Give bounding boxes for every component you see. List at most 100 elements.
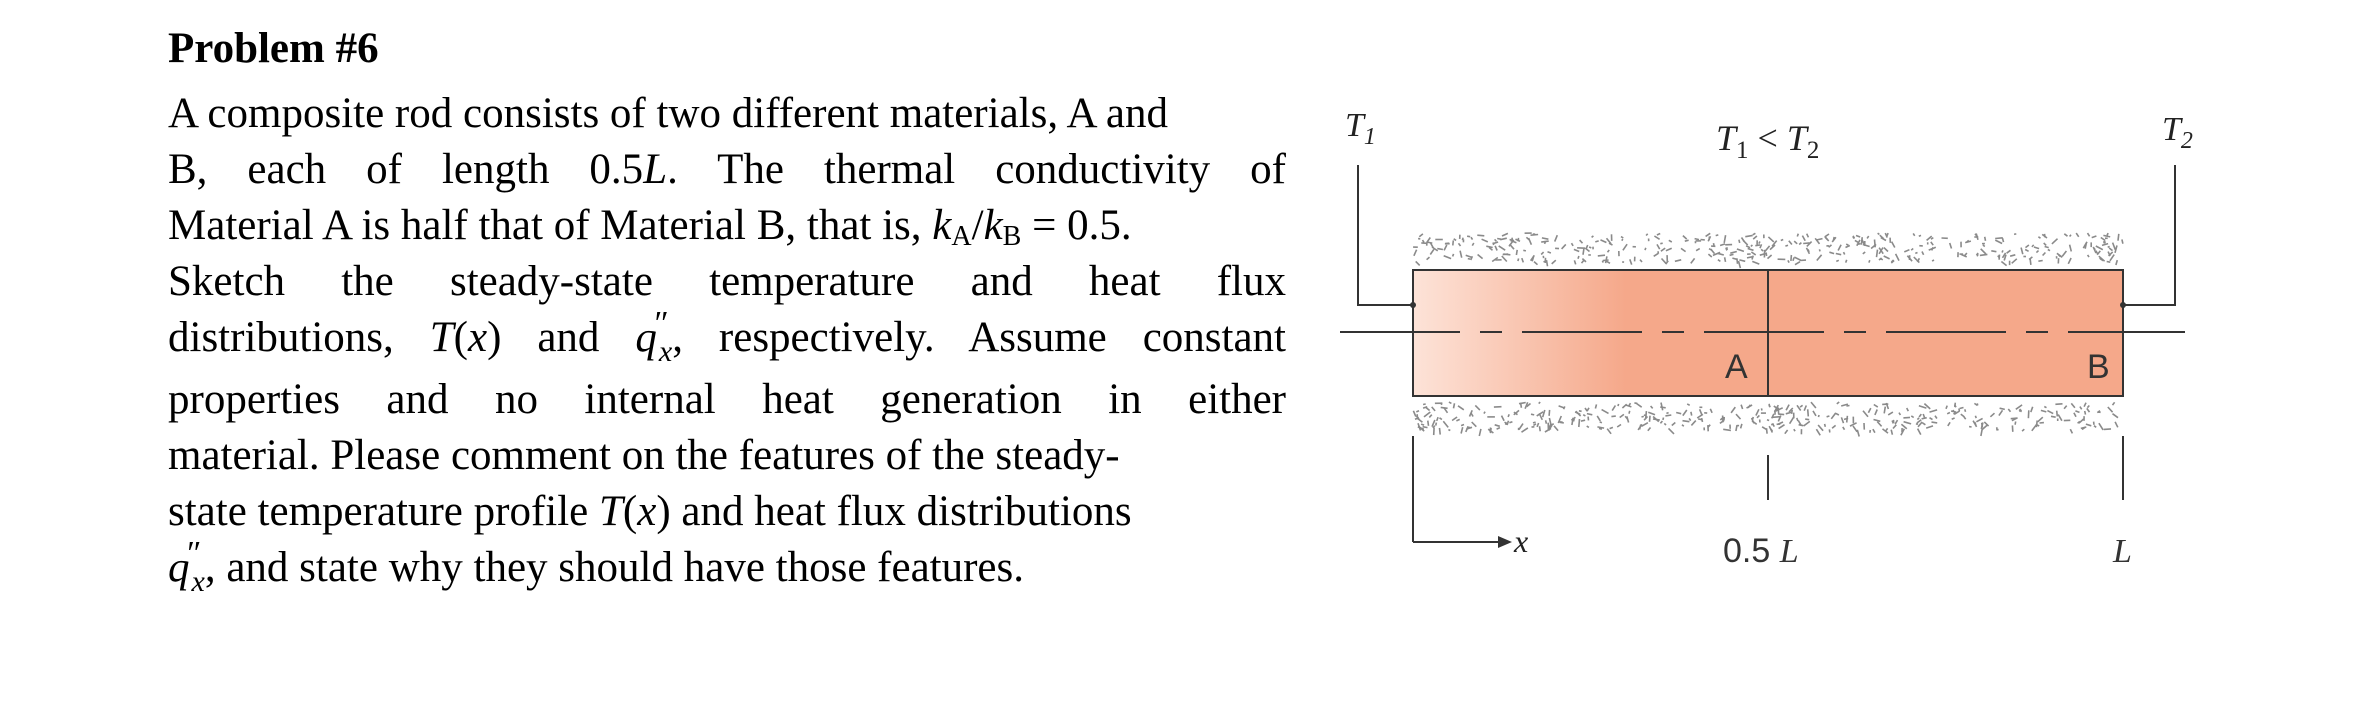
insulation-speck [1816,237,1823,241]
insulation-speck [1796,233,1800,237]
insulation-speck [2056,252,2063,258]
insulation-speck [1905,407,1910,412]
insulation-speck [1578,418,1581,428]
insulation-speck [2000,260,2008,267]
insulation-speck [1972,420,1978,428]
insulation-speck [2096,410,2101,414]
insulation-speck [2068,234,2072,238]
text-line-4: Sketch the steady-state temperature and … [168,258,1286,305]
insulation-speck [1817,414,1820,418]
insulation-speck [1983,421,1990,427]
insulation-speck [1792,257,1795,262]
insulation-speck [1523,249,1527,252]
insulation-speck [1513,411,1518,416]
insulation-speck [1429,248,1435,255]
insulation-speck [1761,426,1767,431]
insulation-speck [1849,422,1857,427]
insulation-speck [2043,242,2047,246]
insulation-speck [2096,250,2101,256]
insulation-speck [1617,403,1620,407]
insulation-speck [1736,258,1739,264]
insulation-speck [1544,420,1548,424]
insulation-speck [1798,423,1804,427]
insulation-speck [1553,234,1559,242]
insulation-speck [1588,246,1592,249]
insulation-speck [2035,250,2040,254]
insulation-speck [1548,409,1551,416]
text-line-2: B, each of length 0.5L. The thermal cond… [168,146,1286,193]
insulation-speck [1682,235,1688,240]
insulation-speck [1925,425,1934,429]
insulation-speck [1835,412,1840,416]
insulation-speck [1506,420,1510,425]
insulation-speck [1448,401,1452,405]
insulation-speck [1873,418,1881,423]
insulation-speck [1483,411,1486,415]
text-line-5: distributions, T(x) and q″x, respectivel… [168,305,1286,368]
insulation-speck [2107,406,2114,413]
insulation-speck [1974,415,1977,419]
insulation-speck [1606,428,1612,435]
insulation-speck [1856,239,1861,247]
insulation-speck [1453,238,1457,242]
insulation-speck [2106,232,2109,236]
insulation-speck [1530,413,1535,416]
insulation-speck [2103,241,2106,244]
insulation-speck [2092,246,2097,254]
insulation-speck [1836,401,1840,405]
insulation-speck [1916,419,1922,424]
insulation-speck [1999,407,2005,411]
insulation-speck [2003,254,2007,261]
insulation-speck [2091,235,2097,239]
insulation-speck [1730,250,1738,254]
insulation-speck [1929,409,1938,413]
t2-lead-wire [2123,165,2176,306]
insulation-speck [1500,237,1507,241]
insulation-speck [2079,406,2083,410]
insulation-speck [1756,414,1760,419]
insulation-speck [1785,244,1789,247]
insulation-speck [1636,402,1643,408]
insulation-speck [2038,259,2043,262]
insulation-speck [1501,255,1508,263]
insulation-speck [1868,259,1871,263]
insulation-speck [2044,245,2049,249]
insulation-speck [1785,404,1790,411]
insulation-speck [2084,242,2088,249]
insulation-speck [1470,236,1474,241]
axis-x-label: x [1513,523,1528,559]
insulation-speck [1845,415,1849,423]
insulation-speck [1647,426,1652,432]
insulation-speck [1666,411,1669,415]
text-line-6: properties and no internal heat generati… [168,376,1286,423]
insulation-speck [1456,418,1461,422]
insulation-speck [1918,234,1922,238]
insulation-speck [1900,423,1908,430]
insulation-speck [1805,418,1810,421]
text-line-9: q″x, and state why they should have thos… [168,535,1024,598]
problem-title: Problem #6 [168,25,379,72]
insulation-speck [1738,239,1741,244]
insulation-speck [1894,253,1900,261]
insulation-speck [1707,424,1711,429]
insulation-speck [1641,422,1649,427]
insulation-speck [1645,233,1649,237]
insulation-speck [1740,404,1744,410]
insulation-speck [1421,239,1425,243]
insulation-speck [1579,239,1584,244]
insulation-speck [1591,235,1594,239]
insulation-speck [1852,425,1858,433]
insulation-speck [1548,417,1552,425]
insulation-speck [2098,422,2104,431]
insulation-speck [1415,260,1421,266]
insulation-speck [1507,413,1510,418]
insulation-speck [1620,235,1624,239]
insulation-speck [1621,238,1624,242]
insulation-speck [1695,247,1701,252]
insulation-speck [1696,413,1704,419]
insulation-speck [1414,416,1420,421]
insulation-speck [1469,255,1474,261]
insulation-speck [1488,246,1494,251]
insulation-speck [1750,244,1753,247]
insulation-speck [1671,421,1676,427]
